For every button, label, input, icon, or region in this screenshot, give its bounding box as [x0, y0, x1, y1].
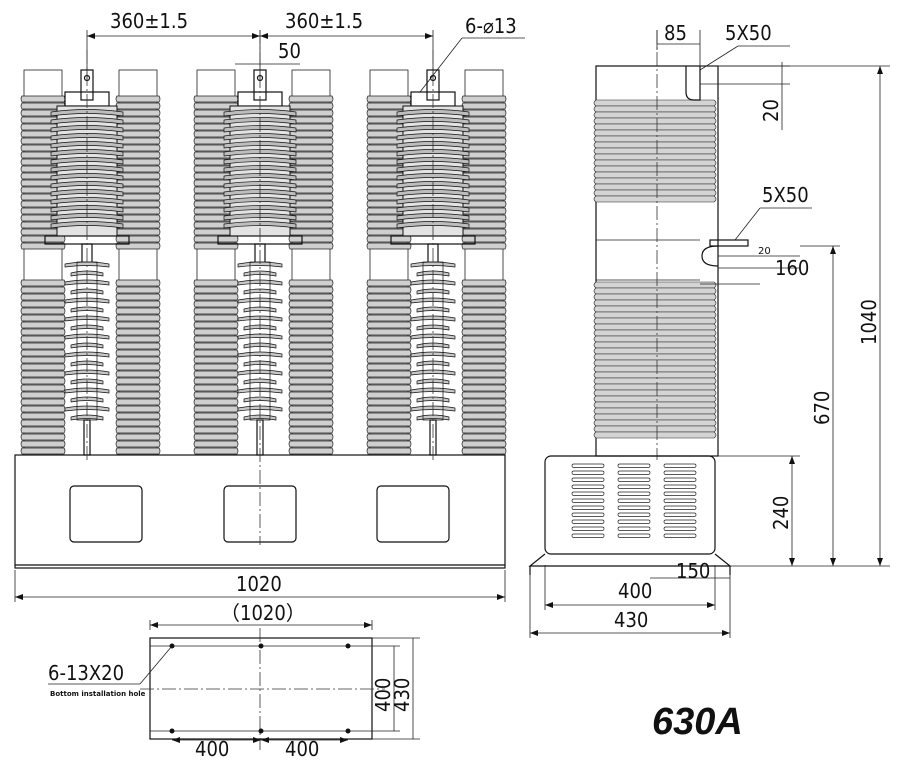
mid-height-label: 670: [810, 391, 834, 425]
total-height-label: 1040: [857, 299, 881, 345]
front-window-3: [376, 485, 450, 543]
rating-label: 630A: [652, 701, 743, 743]
holes-label: 6-⌀13: [465, 14, 517, 38]
side-view: 85 5X50 20 5X50 20 160 1040: [528, 21, 890, 638]
overall-depth-label: 430: [614, 608, 648, 632]
mount-hole: [169, 728, 175, 734]
mid-terminal: [701, 245, 719, 267]
bottom-view: （1020） 6-13X20 Bottom installation hole …: [48, 601, 420, 761]
front-width-label: 1020: [236, 572, 282, 596]
mount-hole: [345, 728, 351, 734]
side-base: [544, 455, 716, 555]
bottom-pitch-right-label: 400: [285, 737, 319, 761]
mount-hole: [345, 643, 351, 649]
bottom-holes-note: Bottom installation hole: [50, 690, 146, 698]
base-height-label: 240: [769, 496, 793, 530]
bottom-width-label: （1020）: [220, 601, 306, 625]
bottom-pitch-left-label: 400: [195, 737, 229, 761]
top-terminal: [685, 66, 701, 101]
top-terminal-thickness-label: 20: [759, 99, 783, 122]
mount-hole: [258, 643, 264, 649]
top-terminal-label: 5X50: [725, 21, 772, 45]
front-view: 360±1.5 360±1.5 50 6-⌀13 1020: [14, 9, 525, 602]
base-depth-label: 400: [618, 579, 652, 603]
bottom-plate: [149, 637, 373, 740]
bottom-depth-inner-label: 400: [371, 678, 395, 712]
foot-width-label: 150: [676, 559, 710, 583]
pitch-left-label: 360±1.5: [110, 9, 188, 33]
mid-terminal-label: 5X50: [762, 183, 809, 207]
mid-terminal-length-label: 160: [775, 256, 809, 280]
front-window-1: [69, 485, 143, 543]
pitch-right-label: 360±1.5: [285, 9, 363, 33]
mid-terminal-thickness-label: 20: [758, 246, 771, 257]
bottom-holes-label: 6-13X20: [48, 661, 124, 685]
top-offset-label: 85: [664, 21, 687, 45]
bottom-depth-outer-label: 430: [390, 678, 414, 712]
offset-label: 50: [278, 39, 301, 63]
pole-1: [20, 69, 161, 456]
mount-hole: [258, 728, 264, 734]
pole-2: [193, 69, 334, 456]
pole-3: [366, 69, 507, 456]
